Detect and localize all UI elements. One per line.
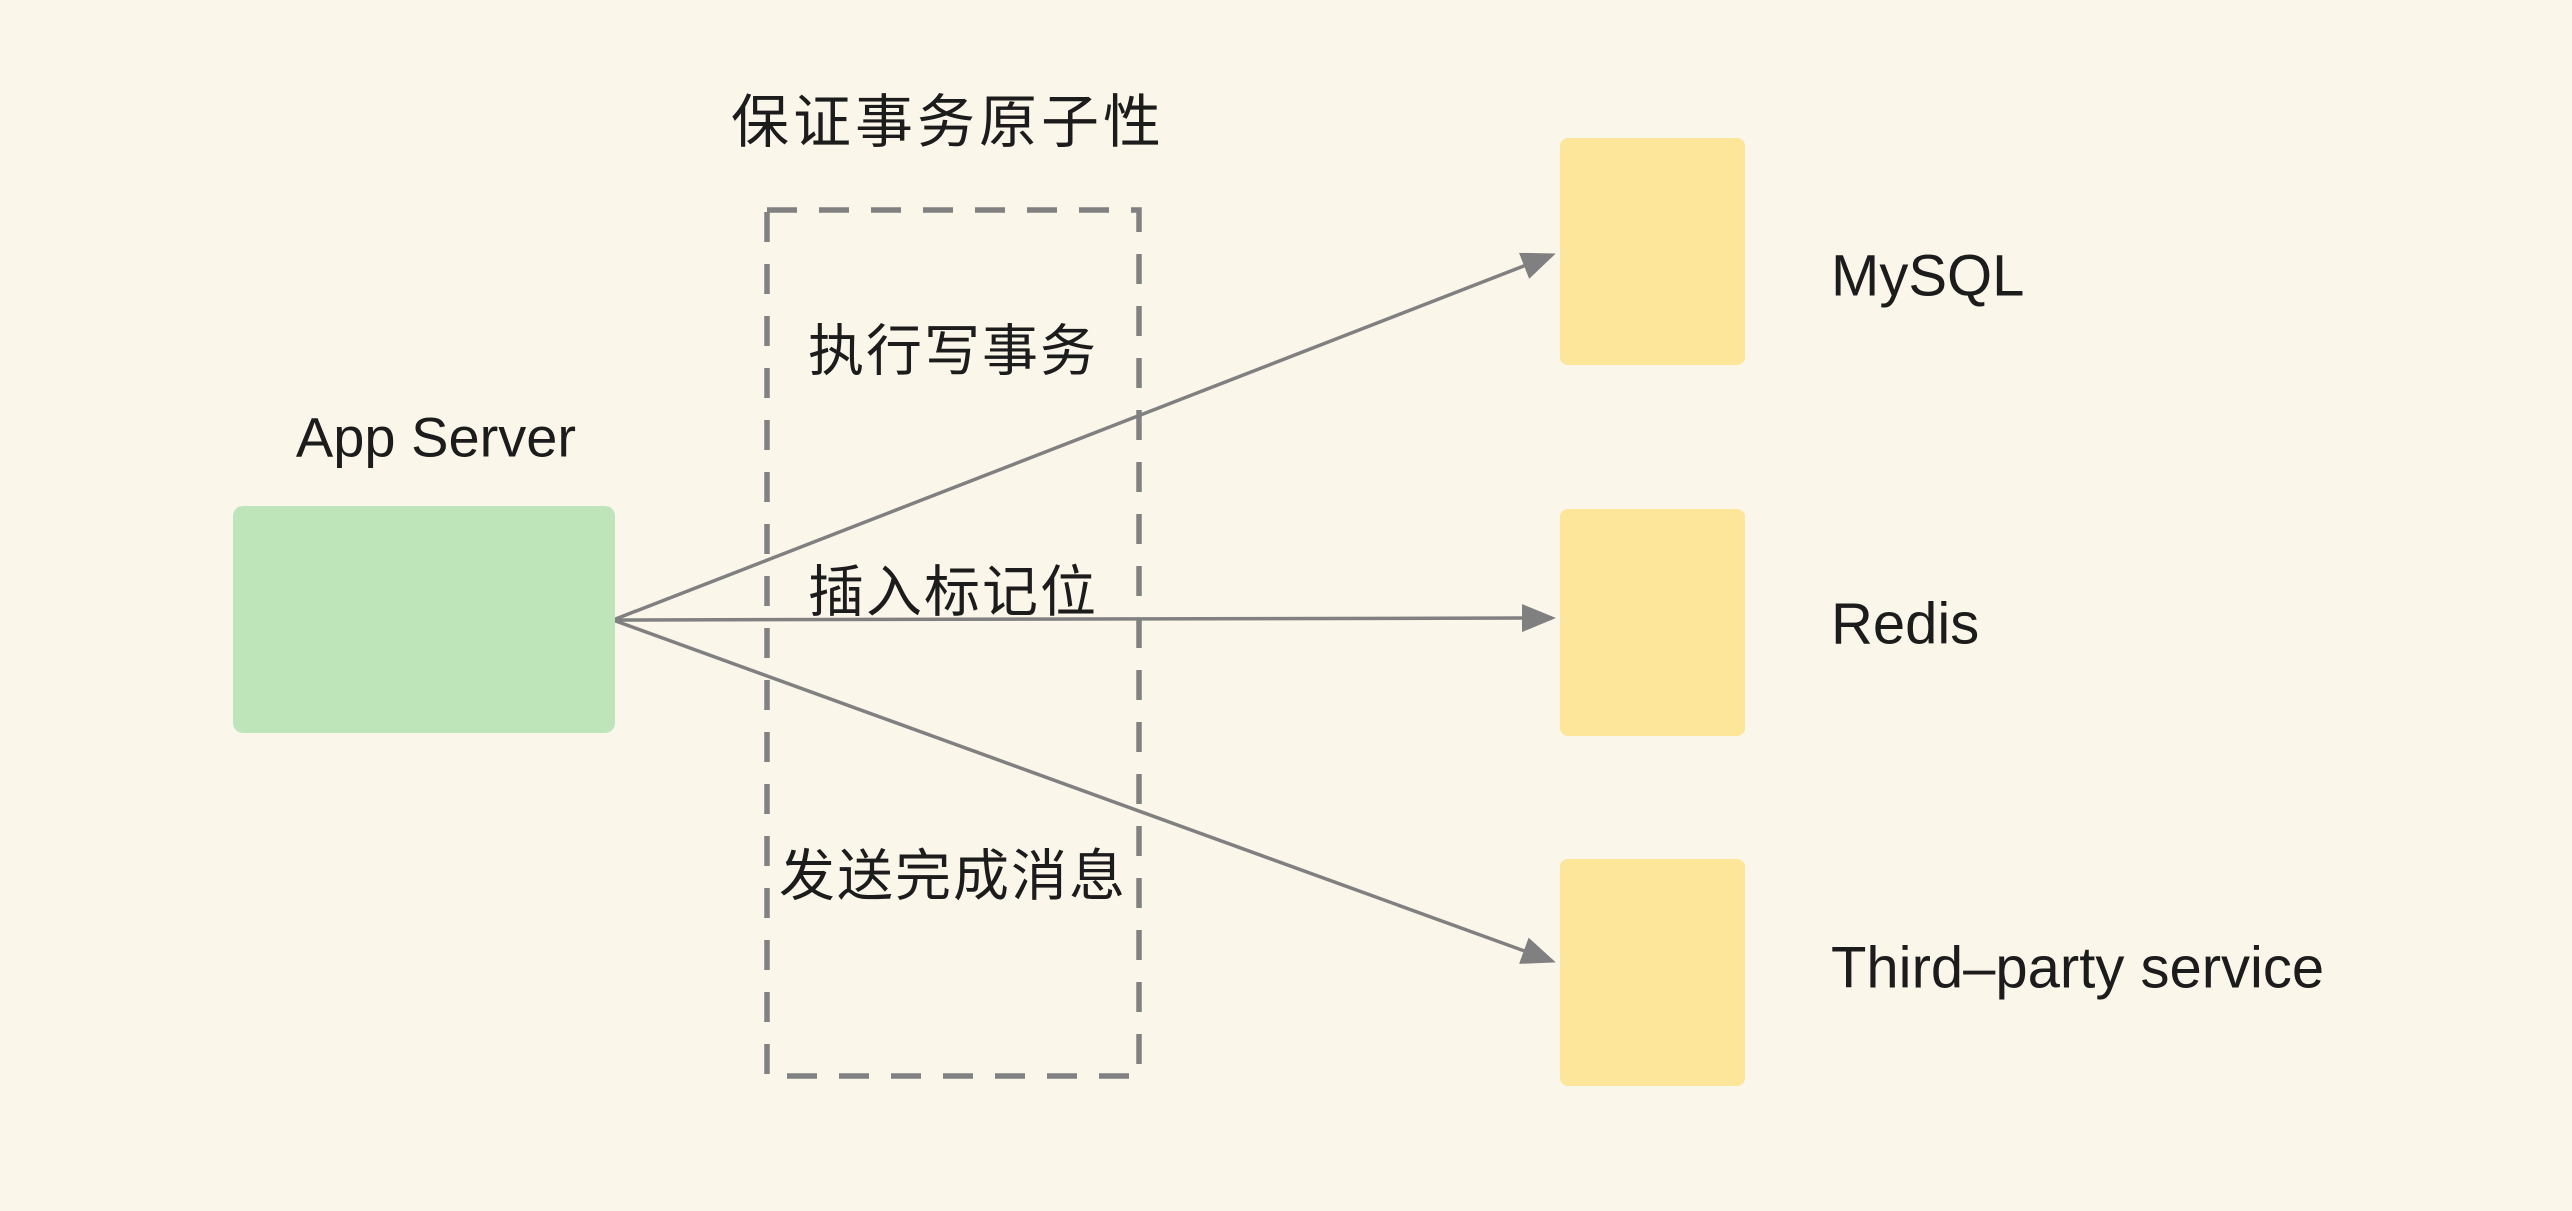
app-server-box bbox=[233, 506, 615, 733]
app-server-label: App Server bbox=[295, 405, 577, 469]
target-label-third-party-service: Third–party service bbox=[1831, 935, 2325, 1001]
step-label-insert-marker-bit: 插入标记位 bbox=[808, 560, 1098, 624]
target-box-mysql bbox=[1560, 138, 1745, 365]
diagram-title: 保证事务原子性 bbox=[730, 90, 1166, 155]
target-box-redis bbox=[1560, 509, 1745, 736]
target-label-redis: Redis bbox=[1831, 591, 1980, 657]
target-label-mysql: MySQL bbox=[1831, 243, 2025, 309]
target-box-third-party-service bbox=[1560, 859, 1745, 1086]
step-label-send-completion-message: 发送完成消息 bbox=[779, 844, 1127, 908]
step-label-execute-write-transaction: 执行写事务 bbox=[808, 319, 1098, 383]
